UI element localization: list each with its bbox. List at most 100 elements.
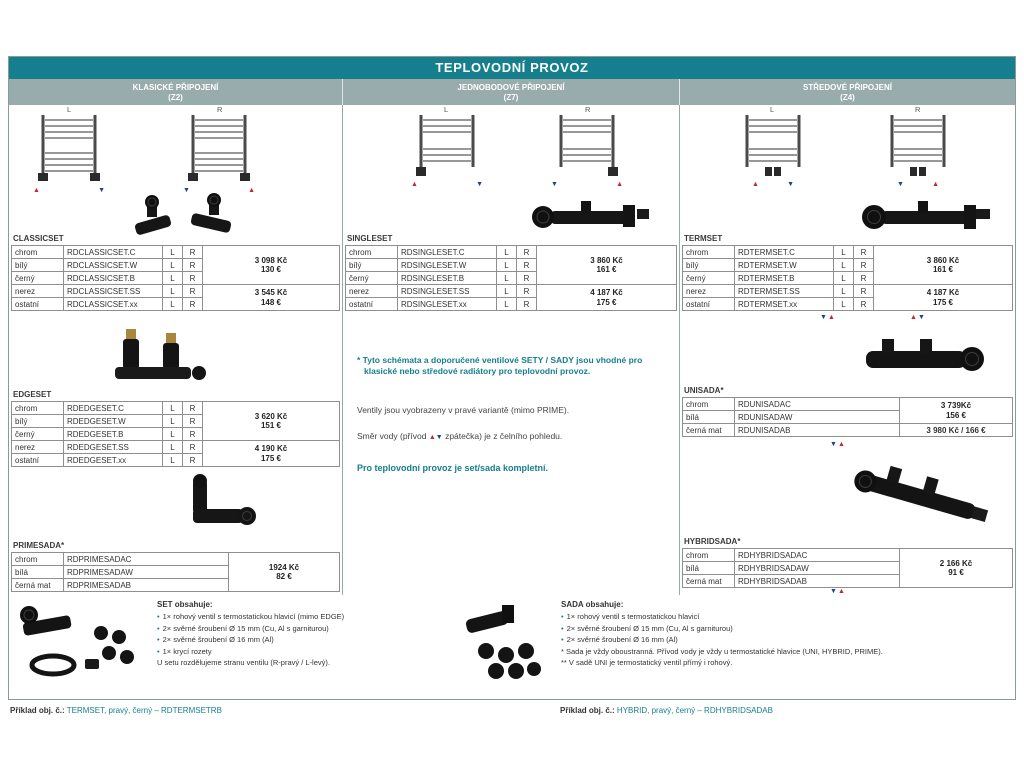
- lr-cell: L: [833, 245, 854, 259]
- column-divider: [342, 105, 343, 595]
- color-cell: chrom: [682, 397, 735, 411]
- flow-up-icon: ▲: [932, 181, 939, 188]
- code-cell: RDTERMSET.xx: [734, 297, 834, 311]
- column-stredove: L R: [680, 105, 1015, 595]
- diagram-right-label: R: [585, 105, 591, 114]
- flow-up-icon: ▲: [827, 314, 836, 321]
- code-cell: RDCLASSICSET.C: [63, 245, 163, 259]
- set-info-item: •1× rohový ventil s termostatickou hlavi…: [157, 612, 345, 621]
- lr-cell: R: [182, 284, 203, 298]
- flow-arrows: ▼▲: [830, 588, 846, 595]
- price-cell: 4 187 Kč 175 €: [873, 284, 1013, 311]
- unisada-name: UNISADA*: [684, 386, 724, 395]
- diagram-left-label: L: [444, 105, 449, 114]
- lr-cell: L: [162, 271, 183, 285]
- flow-up-icon: ▲: [248, 187, 255, 194]
- color-cell: chrom: [345, 245, 398, 259]
- set-info-item: •2× svěrné šroubení Ø 16 mm (Al): [157, 635, 274, 644]
- radiator-diagram-left: [737, 113, 809, 184]
- code-cell: RDHYBRIDSADAW: [734, 561, 900, 575]
- order-example-sada: Příklad obj. č.: HYBRID, pravý, černý – …: [560, 706, 773, 715]
- price-cell: 3 860 Kč 161 €: [536, 245, 677, 285]
- price-cell: 4 190 Kč 175 €: [202, 440, 340, 467]
- lr-cell: R: [516, 258, 537, 272]
- set-parts-photo: [15, 603, 149, 692]
- set-info-item: •2× svěrné šroubení Ø 15 mm (Cu, Al s ga…: [157, 623, 329, 633]
- primesada-name: PRIMESADA*: [13, 541, 65, 550]
- bottom-info-band: SET obsahuje: •1× rohový ventil s termos…: [9, 595, 1015, 699]
- lr-cell: L: [162, 258, 183, 272]
- sada-info-item: •2× svěrné šroubení Ø 15 mm (Cu, Al s ga…: [561, 623, 733, 633]
- code-cell: RDUNISADAB: [734, 423, 900, 437]
- code-cell: RDSINGLESET.SS: [397, 284, 497, 298]
- flow-arrows: ▼▲: [820, 314, 836, 321]
- color-cell: bílá: [682, 561, 735, 575]
- sada-info-block: SADA obsahuje: •1× rohový ventil s termo…: [561, 599, 1011, 669]
- flow-up-icon: ▲: [837, 441, 846, 448]
- code-cell: RDSINGLESET.W: [397, 258, 497, 272]
- code-cell: RDCLASSICSET.B: [63, 271, 163, 285]
- color-cell: nerez: [345, 284, 398, 298]
- price-cell: 3 545 Kč 148 €: [202, 284, 340, 311]
- flow-down-icon: ▼: [830, 441, 838, 448]
- lr-cell: L: [496, 297, 517, 311]
- catalog-frame: TEPLOVODNÍ PROVOZ KLASICKÉ PŘIPOJENÍ (Z2…: [8, 56, 1016, 700]
- flow-arrows: ▼ ▲: [183, 187, 255, 195]
- lr-cell: L: [162, 427, 183, 441]
- note-complete: Pro teplovodní provoz je set/sada komple…: [357, 463, 549, 473]
- set-info-item: •1× krycí rozety: [157, 646, 212, 656]
- diagram-left-label: L: [67, 105, 72, 114]
- lr-cell: R: [516, 297, 537, 311]
- price-cell: 3 739Kč 156 €: [899, 397, 1013, 424]
- code-cell: RDHYBRIDSADAC: [734, 548, 900, 562]
- flow-down-icon: ▼: [435, 434, 443, 441]
- code-cell: RDSINGLESET.C: [397, 245, 497, 259]
- flow-up-icon: ▲: [428, 434, 436, 441]
- color-cell: chrom: [682, 245, 735, 259]
- price-cell: 4 187 Kč 175 €: [536, 284, 677, 311]
- code-cell: RDUNISADAC: [734, 397, 900, 411]
- column-headers: KLASICKÉ PŘIPOJENÍ (Z2) JEDNOBODOVÉ PŘIP…: [9, 79, 1015, 105]
- color-cell: bílý: [345, 258, 398, 272]
- lr-cell: R: [853, 245, 874, 259]
- edgeset-product-image: [89, 321, 229, 390]
- code-cell: RDSINGLESET.xx: [397, 297, 497, 311]
- code-cell: RDCLASSICSET.SS: [63, 284, 163, 298]
- lr-cell: L: [162, 440, 183, 454]
- radiator-diagram-left: [411, 113, 483, 184]
- flow-arrows: ▲ ▼: [411, 181, 483, 189]
- diagram-right-label: R: [915, 105, 921, 114]
- lr-cell: R: [182, 258, 203, 272]
- classicset-product-image: [127, 193, 247, 244]
- color-cell: černý: [345, 271, 398, 285]
- sada-info-title: SADA obsahuje:: [561, 600, 624, 609]
- color-cell: ostatní: [345, 297, 398, 311]
- color-cell: černá mat: [11, 578, 64, 592]
- color-cell: černý: [11, 271, 64, 285]
- note-variant: Ventily jsou vyobrazeny v pravé variantě…: [357, 405, 570, 415]
- color-cell: ostatní: [682, 297, 735, 311]
- catalog-page: TEPLOVODNÍ PROVOZ KLASICKÉ PŘIPOJENÍ (Z2…: [8, 56, 1016, 722]
- primesada-table: chrom RDPRIMESADAC 1924 Kč 82 € bílá RDP…: [11, 552, 340, 592]
- column-header-title: JEDNOBODOVÉ PŘIPOJENÍ: [457, 83, 565, 92]
- code-cell: RDPRIMESADAW: [63, 565, 229, 579]
- color-cell: ostatní: [11, 453, 64, 467]
- column-header-title: STŘEDOVÉ PŘIPOJENÍ: [803, 83, 892, 92]
- code-cell: RDHYBRIDSADAB: [734, 574, 900, 588]
- sada-info-note: * Sada je vždy oboustranná. Přívod vody …: [561, 646, 883, 656]
- lr-cell: L: [162, 297, 183, 311]
- color-cell: černá mat: [682, 423, 735, 437]
- color-cell: nerez: [11, 440, 64, 454]
- column-header-subtitle: (Z2): [168, 93, 183, 102]
- edgeset-table: chrom RDEDGESET.C L R 3 620 Kč 151 € bíl…: [11, 401, 340, 467]
- color-cell: nerez: [682, 284, 735, 298]
- code-cell: RDEDGESET.C: [63, 401, 163, 415]
- flow-up-icon: ▲: [616, 181, 623, 188]
- lr-cell: R: [182, 271, 203, 285]
- code-cell: RDEDGESET.W: [63, 414, 163, 428]
- column-header-title: KLASICKÉ PŘIPOJENÍ: [132, 83, 219, 92]
- radiator-diagram-right: [551, 113, 623, 184]
- lr-cell: R: [853, 271, 874, 285]
- lr-cell: L: [833, 258, 854, 272]
- bullet-icon: •: [157, 612, 160, 621]
